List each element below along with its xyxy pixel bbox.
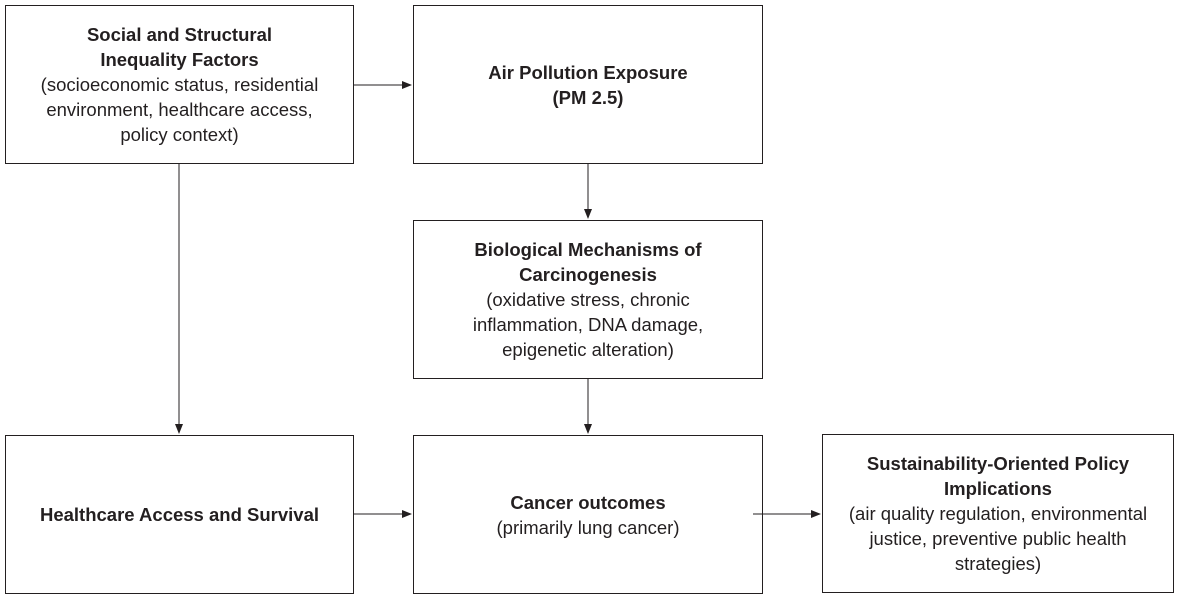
- social-inequality-title: Social and Structural Inequality Factors: [86, 24, 273, 70]
- biological-mechanisms-description: (oxidative stress, chronic inflammation,…: [472, 289, 704, 360]
- biological-mechanisms-box: Biological Mechanisms of Carcinogenesis …: [413, 220, 763, 379]
- social-inequality-description: (socioeconomic status, residential envir…: [40, 74, 319, 145]
- policy-implications-description: (air quality regulation, environmental j…: [848, 503, 1148, 574]
- air-pollution-box: Air Pollution Exposure (PM 2.5): [413, 5, 763, 164]
- healthcare-access-box: Healthcare Access and Survival: [5, 435, 354, 594]
- healthcare-access-title: Healthcare Access and Survival: [39, 504, 320, 525]
- cancer-outcomes-title: Cancer outcomes: [510, 491, 666, 513]
- policy-implications-box: Sustainability-Oriented Policy Implicati…: [822, 434, 1174, 593]
- cancer-outcomes-description: (primarily lung cancer): [496, 516, 680, 538]
- biological-mechanisms-title: Biological Mechanisms of Carcinogenesis: [474, 239, 702, 285]
- air-pollution-title: Air Pollution Exposure (PM 2.5): [488, 61, 688, 108]
- cancer-outcomes-box: Cancer outcomes (primarily lung cancer): [413, 435, 763, 594]
- policy-implications-title: Sustainability-Oriented Policy Implicati…: [866, 453, 1130, 499]
- social-inequality-box: Social and Structural Inequality Factors…: [5, 5, 354, 164]
